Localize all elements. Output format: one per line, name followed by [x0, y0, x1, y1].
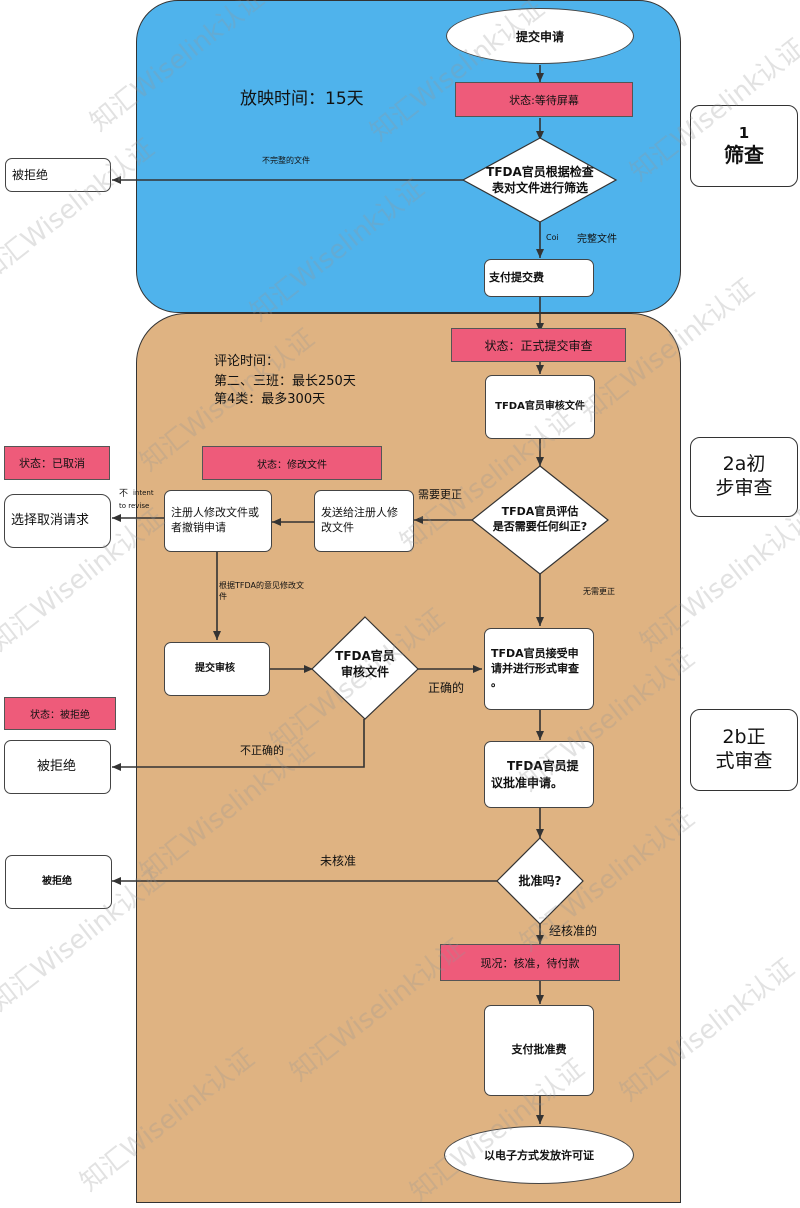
propose-line2: 议批准申请。	[491, 775, 564, 790]
approve-diamond-label: 批准吗?	[518, 873, 562, 888]
select-cancel-request-label: 选择取消请求	[11, 513, 90, 529]
screening-diamond-text: TFDA官员根据检查 表对文件进行筛选	[466, 158, 614, 202]
submit-review-label: 提交审核	[195, 663, 235, 675]
status-formal-review: 状态：正式提交审查	[451, 328, 626, 362]
stage-2a-line1: 2a初	[722, 453, 766, 476]
review-time-line1: 第二、三班：最长250天	[214, 374, 356, 389]
intent-label-line1: 不	[119, 489, 129, 499]
screening-diamond-line2: 表对文件进行筛选	[491, 181, 588, 195]
evaluation-diamond-line1: TFDA官员评估	[501, 505, 579, 519]
incomplete-docs-label: 不完整的文件	[262, 156, 310, 165]
accept-formal-review-node: TFDA官员接受申 请并进行形式审查 。	[484, 628, 594, 710]
accept-line3: 。	[491, 676, 502, 690]
stage-2b-formal-review: 2b正 式审查	[690, 709, 798, 791]
submit-application-node: 提交申请	[446, 8, 634, 64]
applicant-revise-line1: 注册人修改文件或	[171, 506, 259, 520]
pay-submission-fee-label: 支付提交费	[489, 270, 544, 284]
evaluation-diamond-text: TFDA官员评估 是否需要任何纠正?	[472, 498, 608, 542]
stage-1-screening: 1 筛查	[690, 105, 798, 187]
stage-1-number: 1	[738, 124, 750, 143]
pay-submission-fee-node: 支付提交费	[484, 259, 594, 297]
pay-approval-fee-label: 支付批准费	[511, 1043, 567, 1057]
complete-prefix-label: Coi	[546, 233, 559, 242]
revise-per-tfda-line1: 根据TFDA的意见修改文	[219, 581, 304, 590]
officer-review-diamond-shape	[311, 616, 419, 720]
incorrect-label: 不正确的	[240, 744, 284, 757]
revise-per-tfda-line2: 件	[219, 592, 227, 601]
status-cancelled: 状态：已取消	[4, 446, 110, 480]
approve-diamond-shape	[496, 837, 584, 925]
select-cancel-request-node: 选择取消请求	[4, 494, 111, 548]
approve-diamond-text: 批准吗?	[500, 870, 580, 892]
correct-label: 正确的	[428, 681, 465, 695]
status-rejected: 状态：被拒绝	[4, 697, 116, 730]
rejected-box-1-label: 被拒绝	[12, 167, 49, 182]
submit-review-node: 提交审核	[164, 642, 270, 696]
officer-review-docs-label: TFDA官员审核文件	[495, 401, 585, 413]
rejected-box-1: 被拒绝	[5, 158, 111, 192]
status-approved-pending: 现况：核准，待付款	[440, 944, 620, 981]
status-revise-docs-label: 状态：修改文件	[257, 459, 327, 471]
status-formal-review-label: 状态：正式提交审查	[484, 338, 593, 353]
rejected-box-3: 被拒绝	[5, 855, 112, 909]
screening-time-note: 放映时间：15天	[240, 89, 364, 109]
approved-label: 经核准的	[549, 924, 598, 938]
stage-2a-line2: 步审查	[715, 477, 773, 499]
send-to-applicant-node: 发送给注册人修 改文件	[314, 490, 414, 552]
officer-review-diamond-text: TFDA官员 审核文件	[318, 644, 412, 684]
not-approved-label: 未核准	[320, 854, 357, 868]
issue-license-node: 以电子方式发放许可证	[444, 1126, 634, 1184]
status-revise-docs: 状态：修改文件	[202, 446, 382, 480]
send-to-applicant-line1: 发送给注册人修	[321, 506, 398, 520]
intent-label-line3: to revise	[119, 502, 150, 510]
accept-line2: 请并进行形式审查	[491, 661, 579, 675]
send-to-applicant-line2: 改文件	[321, 521, 354, 534]
status-waiting-screen-label: 状态:等待屏幕	[509, 93, 579, 107]
pay-approval-fee-node: 支付批准费	[484, 1005, 594, 1096]
screening-diamond-shape	[461, 137, 618, 223]
officer-review-docs-node: TFDA官员审核文件	[485, 375, 595, 439]
stage-1-name: 筛查	[724, 142, 764, 167]
accept-line1: TFDA官员接受申	[491, 646, 579, 660]
submit-application-label: 提交申请	[515, 29, 564, 44]
screening-diamond-line1: TFDA官员根据检查	[486, 164, 594, 179]
propose-approval-node: TFDA官员提 议批准申请。	[484, 741, 594, 808]
issue-license-label: 以电子方式发放许可证	[484, 1149, 594, 1162]
rejected-box-3-label: 被拒绝	[42, 876, 72, 888]
intent-label-line2: intent	[133, 489, 154, 497]
stage-2b-line2: 式审查	[715, 750, 773, 772]
applicant-revise-node: 注册人修改文件或 者撤销申请	[164, 490, 272, 552]
no-correction-label: 无需更正	[583, 587, 615, 596]
evaluation-diamond-line2: 是否需要任何纠正?	[492, 520, 588, 533]
status-rejected-label: 状态：被拒绝	[30, 710, 90, 721]
rejected-box-2: 被拒绝	[4, 740, 111, 794]
officer-review-diamond-line2: 审核文件	[340, 665, 389, 679]
evaluation-diamond-shape	[471, 465, 609, 575]
status-cancelled-label: 状态：已取消	[19, 457, 85, 470]
stage-2a-initial-review: 2a初 步审查	[690, 437, 798, 517]
status-approved-pending-label: 现况：核准，待付款	[480, 956, 580, 970]
propose-line1: TFDA官员提	[507, 759, 579, 774]
rejected-box-2-label: 被拒绝	[37, 759, 77, 775]
review-time-title: 评论时间：	[214, 354, 280, 369]
officer-review-diamond-line1: TFDA官员	[335, 648, 395, 663]
complete-docs-label: 完整文件	[577, 234, 617, 245]
review-time-line2: 第4类：最多300天	[214, 392, 326, 407]
status-waiting-screen: 状态:等待屏幕	[455, 82, 633, 117]
needs-correction-label: 需要更正	[418, 488, 462, 501]
stage-2b-line1: 2b正	[722, 726, 766, 749]
applicant-revise-line2: 者撤销申请	[171, 521, 226, 534]
